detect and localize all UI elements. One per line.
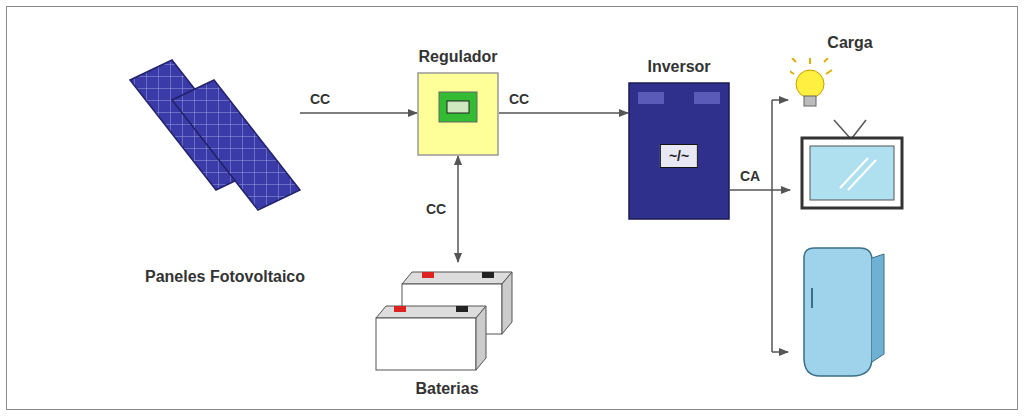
component-label: Paneles Fotovoltaico [145, 268, 305, 286]
panel-group: Paneles Fotovoltaico [110, 52, 340, 262]
current-type-label: CA [738, 168, 762, 184]
battery-bank: Baterias [372, 262, 522, 374]
connector-arrow [730, 189, 790, 191]
connector-arrow [499, 112, 628, 114]
batteries [372, 262, 522, 374]
connector-arrow [457, 156, 459, 262]
component-label: Carga [827, 34, 872, 52]
current-type-label: CC [308, 91, 332, 107]
component-label: Baterias [415, 380, 478, 398]
regulator: Regulador [417, 72, 499, 156]
inverter: Inversor~/~ [628, 82, 730, 220]
inverter-symbol: ~/~ [660, 144, 698, 168]
current-type-label: CC [507, 91, 531, 107]
component-label: Regulador [418, 48, 497, 66]
component-label: Inversor [647, 58, 710, 76]
load-group: Carga [790, 58, 910, 388]
current-type-label: CC [424, 201, 448, 217]
load-icons [790, 58, 910, 388]
connector-arrow [300, 112, 417, 114]
solar-panels [110, 52, 340, 262]
regulator-box [417, 72, 499, 156]
